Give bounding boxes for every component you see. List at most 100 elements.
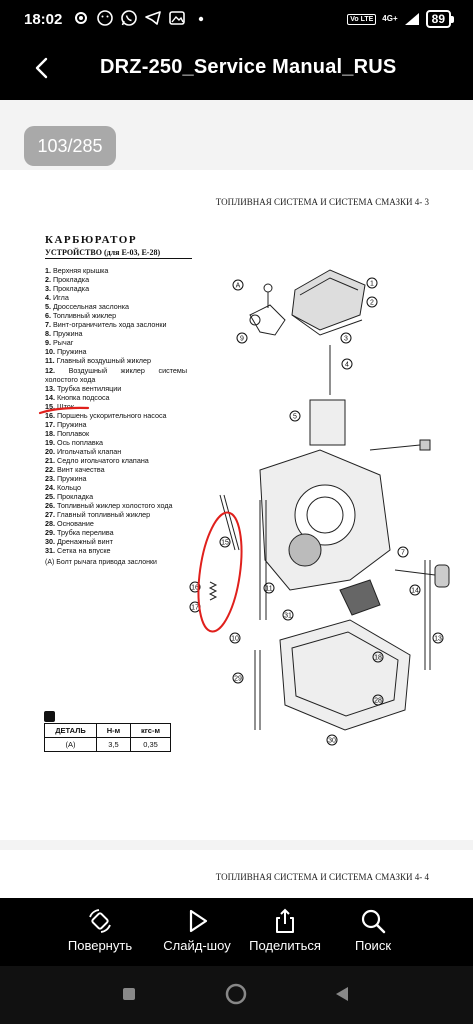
- play-icon: [189, 909, 208, 933]
- notification-icons: [72, 9, 210, 27]
- svg-text:5: 5: [293, 414, 297, 421]
- table-cell: 0,35: [130, 737, 171, 752]
- system-nav-bar: [0, 966, 473, 1024]
- torque-table: ДЕТАЛЬ Н-м кгс-м (A) 3,5 0,35: [44, 723, 171, 752]
- table-header-cell: Н-м: [96, 723, 131, 738]
- red-underline-annotation: [38, 406, 90, 415]
- running-header-next: ТОПЛИВНАЯ СИСТЕМА И СИСТЕМА СМАЗКИ 4- 4: [215, 872, 429, 882]
- status-bar: 18:02 Vo LTE 4G+ 89: [0, 0, 473, 40]
- list-item: 7. Винт-ограничитель хода заслонки: [45, 320, 167, 330]
- home-icon[interactable]: [225, 983, 247, 1005]
- svg-text:15: 15: [221, 540, 229, 547]
- svg-text:9: 9: [240, 336, 244, 343]
- network-type: 4G+: [382, 14, 398, 23]
- table-header-cell: ДЕТАЛЬ: [44, 723, 97, 738]
- rotate-button[interactable]: Повернуть: [45, 908, 155, 953]
- list-item: 1. Верхняя крышка: [45, 266, 109, 275]
- list-item: 21. Седло игольчатого клапана: [45, 455, 149, 465]
- svg-text:1: 1: [370, 281, 374, 288]
- list-item: 18. Поплавок: [45, 428, 90, 438]
- list-item: 15. Шток: [45, 401, 74, 411]
- svg-text:14: 14: [411, 588, 419, 595]
- carburetor-exploded-diagram: A 1 2 9 3 4 5 15 16 17 11 31 13 14 7 29: [189, 269, 450, 746]
- list-item: 10. Пружина: [45, 347, 87, 357]
- list-item: 31. Сетка на впуске: [45, 546, 111, 556]
- list-item: 25. Прокладка: [45, 492, 94, 502]
- table-header-row: ДЕТАЛЬ Н-м кгс-м: [44, 723, 171, 738]
- svg-text:7: 7: [401, 550, 405, 557]
- list-item: 11. Главный воздушный жиклер: [45, 356, 151, 366]
- svg-text:17: 17: [191, 605, 199, 612]
- list-item: 12. Воздушный жиклер системы холостого х…: [45, 365, 187, 384]
- list-item: 19. Ось поплавка: [45, 437, 104, 447]
- table-cell: 3,5: [96, 737, 131, 752]
- svg-text:4: 4: [345, 362, 349, 369]
- volte-badge: Vo LTE: [347, 13, 377, 25]
- svg-text:11: 11: [265, 586, 272, 593]
- list-item: 8. Пружина: [45, 329, 83, 339]
- list-item: 17. Пружина: [45, 419, 87, 429]
- svg-text:A: A: [236, 283, 241, 290]
- list-item: 6. Топливный жиклер: [45, 311, 117, 321]
- battery-level: 89: [425, 10, 455, 28]
- whatsapp-icon: [121, 10, 137, 26]
- bottom-toolbar: Повернуть Слайд-шоу Поделиться Поиск: [0, 898, 473, 966]
- search-icon: [361, 909, 386, 934]
- status-time: 18:02: [24, 11, 63, 28]
- back-nav-icon[interactable]: [335, 986, 349, 1002]
- table-row: (A) 3,5 0,35: [44, 737, 171, 752]
- list-item: 5. Дроссельная заслонка: [45, 302, 130, 312]
- svg-text:31: 31: [284, 613, 292, 620]
- share-label: Поделиться: [249, 938, 321, 953]
- telegram-icon: [145, 11, 161, 25]
- back-icon[interactable]: [28, 54, 56, 82]
- pdf-page: ТОПЛИВНАЯ СИСТЕМА И СИСТЕМА СМАЗКИ 4- 3 …: [0, 170, 473, 840]
- list-item: 28. Основание: [45, 519, 94, 529]
- list-item: 29. Трубка перелива: [45, 528, 114, 538]
- list-item: 20. Игольчатый клапан: [45, 446, 122, 456]
- search-button[interactable]: Поиск: [318, 908, 428, 953]
- list-item: 14. Кнопка подсоса: [45, 392, 110, 402]
- svg-text:2: 2: [370, 300, 374, 307]
- recents-icon[interactable]: [122, 987, 136, 1001]
- rotate-icon: [89, 909, 111, 933]
- list-item: 4. Игла: [45, 293, 69, 303]
- list-item: 2. Прокладка: [45, 275, 90, 285]
- list-item: 3. Прокладка: [45, 284, 90, 294]
- section-title: КАРБЮРАТОР: [45, 234, 138, 246]
- share-icon: [276, 908, 294, 933]
- svg-text:3: 3: [344, 336, 348, 343]
- list-item: 22. Винт качества: [45, 465, 105, 475]
- page-indicator: 103/285: [24, 126, 116, 166]
- signal-icon: [404, 13, 419, 25]
- search-label: Поиск: [354, 938, 392, 953]
- svg-text:16: 16: [191, 585, 199, 592]
- list-item: 27. Главный топливный жиклер: [45, 510, 151, 520]
- list-item: 16. Поршень ускорительного насоса: [45, 410, 167, 420]
- table-header-cell: кгс-м: [130, 723, 171, 738]
- document-viewer[interactable]: 103/285 ТОПЛИВНАЯ СИСТЕМА И СИСТЕМА СМАЗ…: [0, 100, 473, 966]
- share-button[interactable]: Поделиться: [230, 908, 340, 953]
- document-title: DRZ-250_Service Manual_RUS: [100, 56, 397, 78]
- settings-icon: [75, 12, 87, 24]
- parts-list: 1. Верхняя крышка 2. Прокладка 3. Прокла…: [45, 266, 187, 556]
- svg-text:13: 13: [434, 636, 442, 643]
- svg-text:29: 29: [234, 676, 242, 683]
- svg-text:10: 10: [231, 636, 239, 643]
- list-item: 26. Топливный жиклер холостого хода: [45, 501, 173, 511]
- face-icon: [97, 10, 113, 26]
- list-item: 30. Дренажный винт: [45, 537, 113, 547]
- app-bar: DRZ-250_Service Manual_RUS: [0, 40, 473, 100]
- dot-icon: [198, 16, 204, 22]
- status-right: Vo LTE 4G+ 89: [347, 10, 455, 28]
- slideshow-button[interactable]: Слайд-шоу: [142, 908, 252, 953]
- list-item: 9. Рычаг: [45, 338, 74, 348]
- rotate-label: Повернуть: [67, 938, 133, 953]
- image-icon: [169, 11, 185, 25]
- slideshow-label: Слайд-шоу: [163, 938, 231, 953]
- svg-text:30: 30: [328, 738, 336, 745]
- note-text: (A) Болт рычага привода заслонки: [45, 559, 157, 566]
- table-cell: (A): [44, 737, 97, 752]
- svg-text:28: 28: [374, 698, 382, 705]
